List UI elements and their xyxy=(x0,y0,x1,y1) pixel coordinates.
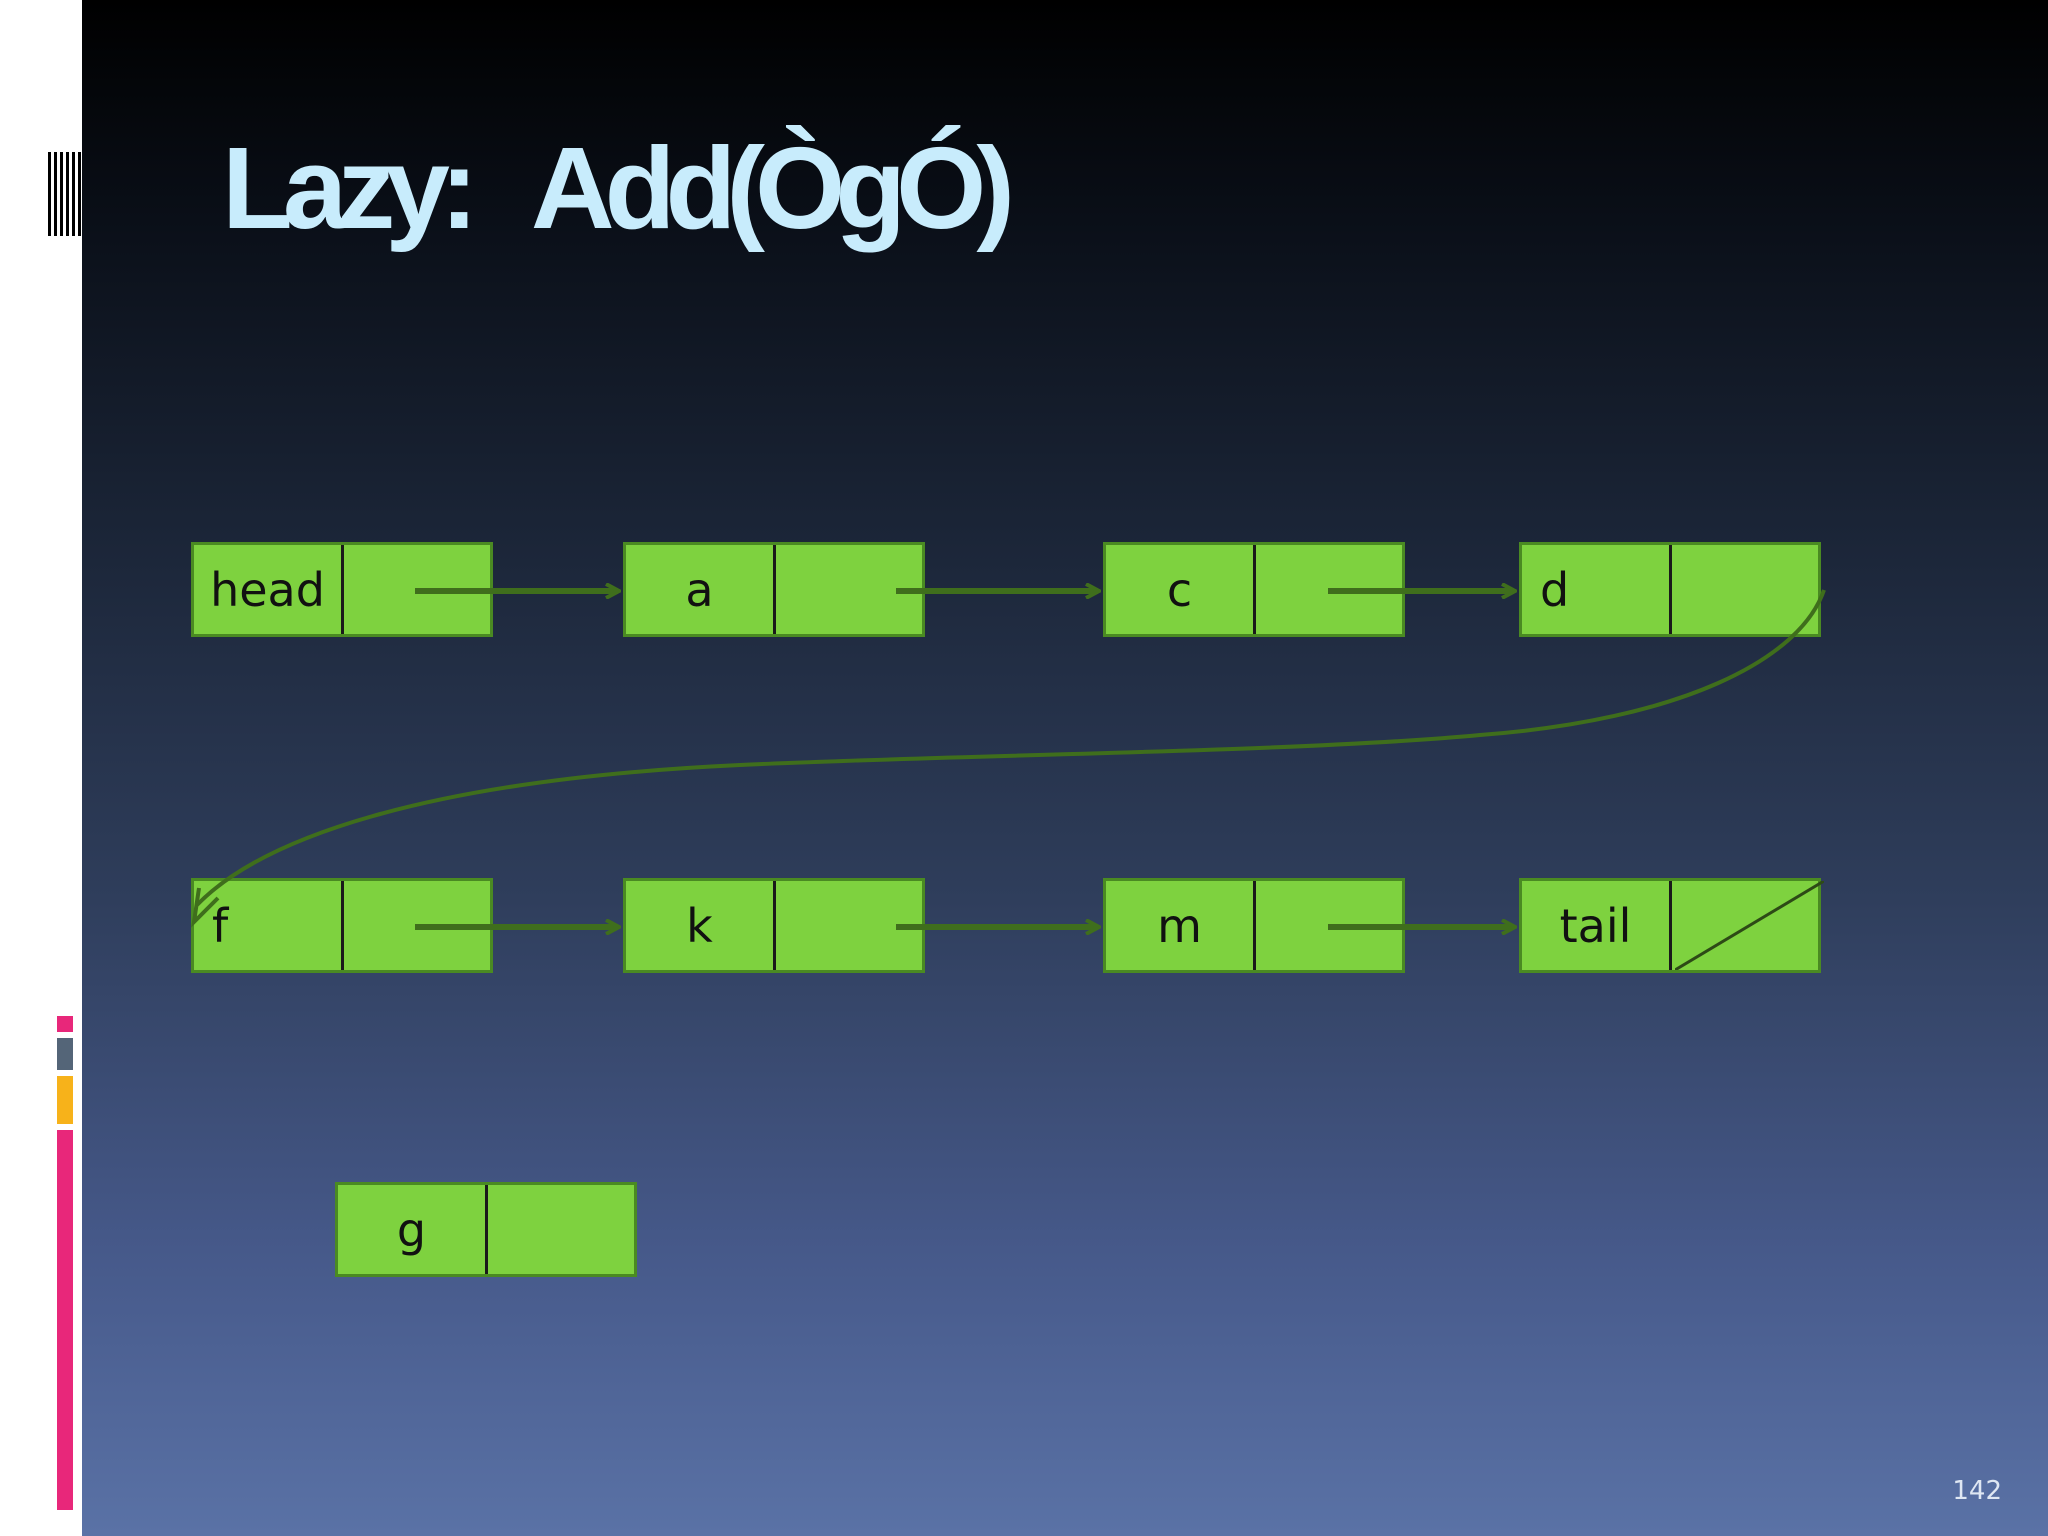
node-head: head xyxy=(191,542,493,637)
node-g-next-field xyxy=(491,1185,634,1274)
node-a: a xyxy=(623,542,925,637)
node-tail-null-field xyxy=(1675,881,1824,970)
node-f-next-field xyxy=(347,881,490,970)
node-c-next-field xyxy=(1259,545,1402,634)
page-number: 142 xyxy=(1952,1476,2002,1506)
node-f-key: f xyxy=(194,881,344,970)
node-d-key: d xyxy=(1522,545,1672,634)
node-a-next-field xyxy=(779,545,922,634)
accent-bar-pink-small xyxy=(57,1016,73,1032)
node-k-next-field xyxy=(779,881,922,970)
slide-title: Lazy: Add(ÒgÓ) xyxy=(222,123,1015,253)
node-k: k xyxy=(623,878,925,973)
title-decoration-lines xyxy=(48,152,82,236)
node-d: d xyxy=(1519,542,1821,637)
node-tail-key: tail xyxy=(1522,881,1672,970)
node-k-key: k xyxy=(626,881,776,970)
node-g: g xyxy=(335,1182,637,1277)
node-a-key: a xyxy=(626,545,776,634)
node-g-key: g xyxy=(338,1185,488,1274)
node-d-next-field xyxy=(1675,545,1818,634)
node-f: f xyxy=(191,878,493,973)
node-head-key: head xyxy=(194,545,344,634)
node-m: m xyxy=(1103,878,1405,973)
node-m-key: m xyxy=(1106,881,1256,970)
accent-bar-pink-long xyxy=(57,1130,73,1510)
accent-bar-gray xyxy=(57,1038,73,1070)
null-pointer-slash-icon xyxy=(1675,881,1824,970)
node-head-next-field xyxy=(347,545,490,634)
node-c: c xyxy=(1103,542,1405,637)
node-m-next-field xyxy=(1259,881,1402,970)
accent-bar-orange xyxy=(57,1076,73,1124)
node-tail: tail xyxy=(1519,878,1824,973)
node-c-key: c xyxy=(1106,545,1256,634)
